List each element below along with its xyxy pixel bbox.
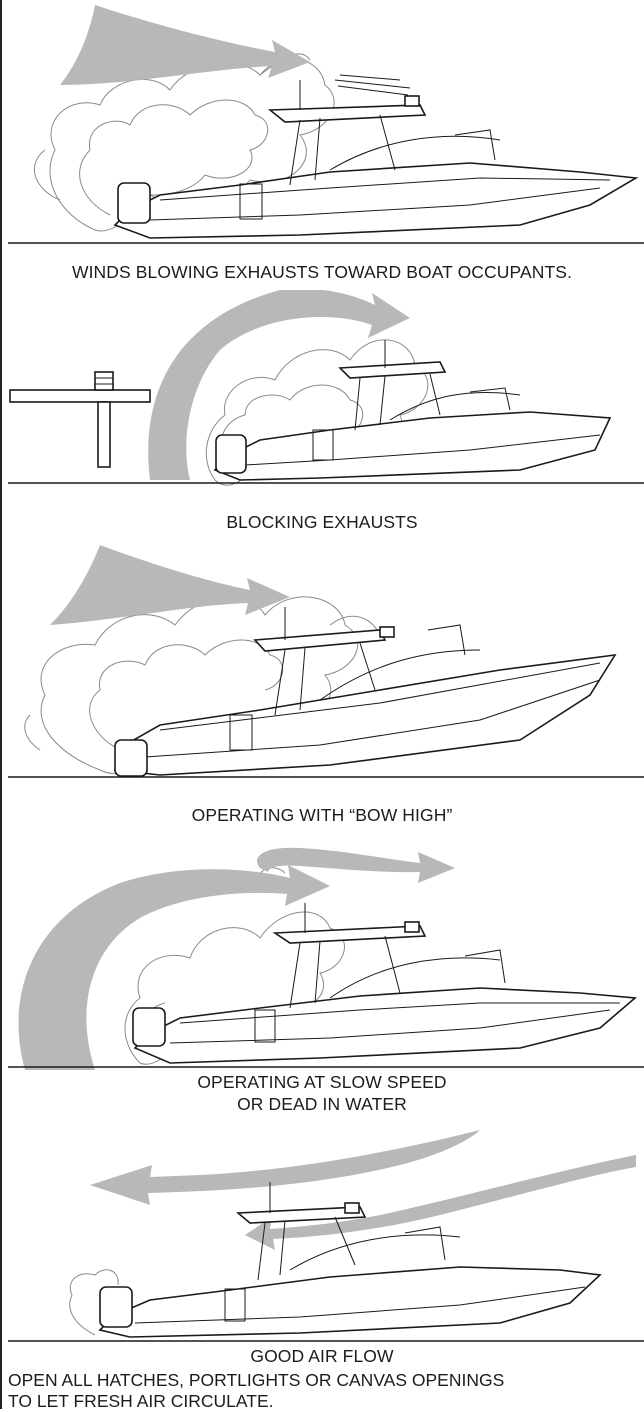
airflow-arrow-upper xyxy=(90,1130,480,1205)
wind-arrow xyxy=(60,5,310,85)
scene-slow-speed xyxy=(0,838,644,1070)
scene-bow-high xyxy=(0,545,644,780)
footer-note-line1: OPEN ALL HATCHES, PORTLIGHTS OR CANVAS O… xyxy=(8,1370,644,1391)
scene-3-caption: OPERATING WITH “BOW HIGH” xyxy=(0,805,644,826)
scene-4-caption-line2: OR DEAD IN WATER xyxy=(0,1094,644,1115)
dock xyxy=(10,372,150,467)
scene-4-caption-line1: OPERATING AT SLOW SPEED xyxy=(0,1072,644,1093)
scene-good-air-flow xyxy=(0,1125,644,1350)
wind-arrow xyxy=(50,545,290,625)
boat-illustration xyxy=(115,607,615,776)
scene-wind-toward-occupants xyxy=(0,0,644,250)
scene-5-caption: GOOD AIR FLOW xyxy=(0,1346,644,1367)
wind-streaks xyxy=(335,75,410,95)
scene-2-caption: BLOCKING EXHAUSTS xyxy=(0,512,644,533)
boat-illustration xyxy=(133,903,635,1063)
boat-illustration xyxy=(100,1182,600,1337)
scene-1-caption: WINDS BLOWING EXHAUSTS TOWARD BOAT OCCUP… xyxy=(0,262,644,283)
boat-illustration xyxy=(115,80,636,238)
scene-blocking-exhausts xyxy=(0,290,644,490)
